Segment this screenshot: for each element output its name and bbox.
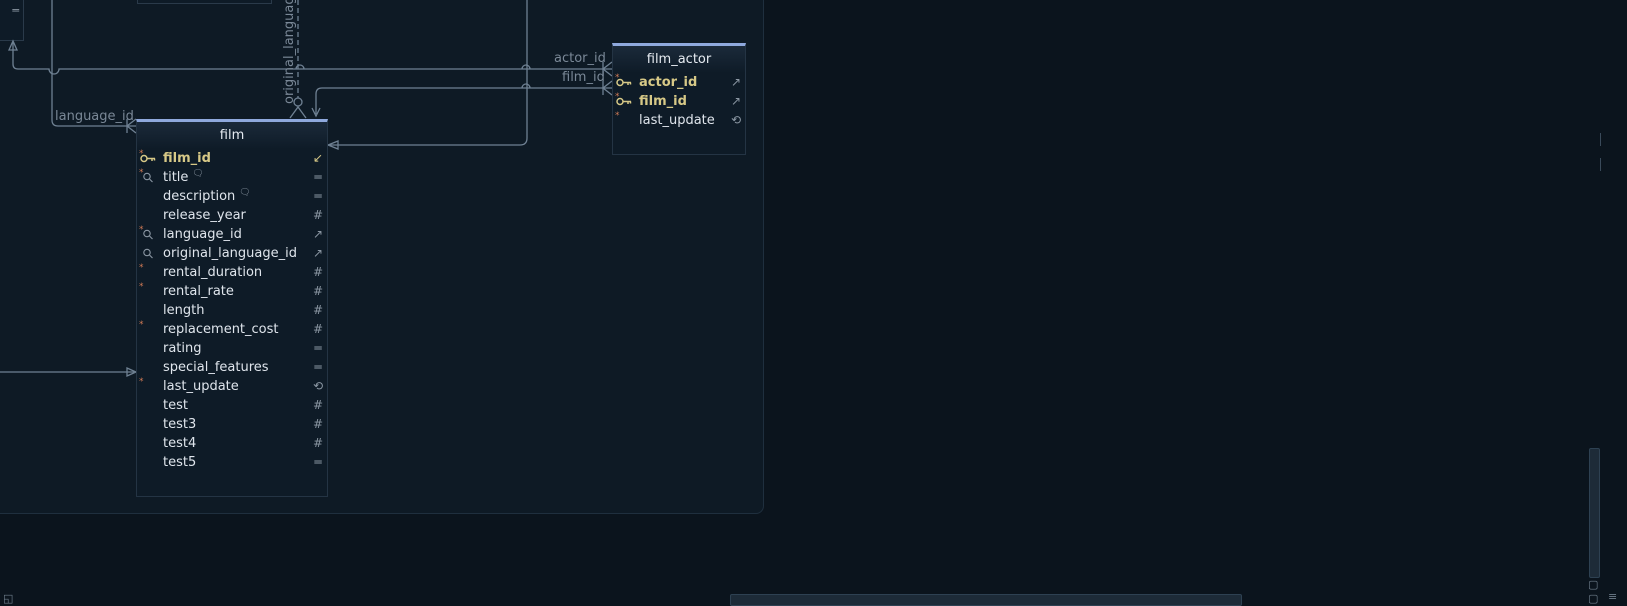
search-icon	[139, 244, 159, 263]
column-row-rental-duration[interactable]: * rental_duration #	[137, 263, 327, 282]
search-icon	[139, 168, 159, 187]
column-name: rental_duration	[163, 265, 263, 280]
column-row-test4[interactable]: test4 #	[137, 434, 327, 453]
column-name: test4	[163, 436, 197, 451]
column-row-rental-rate[interactable]: * rental_rate #	[137, 282, 327, 301]
column-row-last-update[interactable]: * last_update ⟲	[137, 377, 327, 396]
fk-arrow-icon: ↗	[312, 227, 324, 241]
column-row-film-id[interactable]: * film_id ↗	[613, 92, 745, 111]
fk-arrow-icon: ↗	[312, 246, 324, 260]
number-icon: #	[312, 417, 324, 431]
required-marker: *	[139, 263, 144, 273]
fk-arrow-icon: ↗	[730, 94, 742, 108]
column-name: replacement_cost	[163, 322, 279, 337]
comment-icon[interactable]: 🗨	[192, 169, 204, 179]
column-row-release-year[interactable]: release_year #	[137, 206, 327, 225]
comment-icon[interactable]: 🗨	[239, 188, 251, 198]
column-row-original-language-id[interactable]: original_language_id ↗	[137, 244, 327, 263]
table-header-film[interactable]: film	[137, 122, 327, 149]
required-marker: *	[139, 149, 144, 159]
column-name: test5	[163, 455, 197, 470]
column-name: special_features	[163, 360, 269, 375]
column-row-language-id[interactable]: * language_id ↗	[137, 225, 327, 244]
zoom-box-icon[interactable]: ▢	[1588, 592, 1599, 605]
table-film-actor-columns: * actor_id ↗ * film_id ↗ * last_update ⟲	[613, 73, 745, 130]
table-film-actor[interactable]: film_actor * actor_id ↗ * film_id ↗ * last_upda…	[612, 43, 746, 155]
column-name: film_id	[163, 151, 211, 166]
required-marker: *	[615, 73, 620, 83]
column-name: film_id	[639, 94, 687, 109]
column-name: last_update	[639, 113, 715, 128]
table-partial-top[interactable]	[137, 0, 272, 4]
required-marker: *	[139, 225, 144, 235]
column-name: language_id	[163, 227, 242, 242]
column-name: actor_id	[639, 75, 698, 90]
number-icon: #	[312, 284, 324, 298]
required-marker: *	[139, 168, 144, 178]
column-row-rating[interactable]: rating ═	[137, 339, 327, 358]
number-icon: #	[312, 322, 324, 336]
minimap-icon[interactable]: ◱	[3, 592, 14, 605]
column-row-test[interactable]: test #	[137, 396, 327, 415]
table-film[interactable]: film * film_id ↙ * title🗨 ═ description🗨 ═ relea…	[136, 119, 328, 497]
table-film-columns: * film_id ↙ * title🗨 ═ description🗨 ═ release_ye…	[137, 149, 327, 472]
column-name: original_language_id	[163, 246, 297, 261]
column-name: rental_rate	[163, 284, 234, 299]
column-name: length	[163, 303, 205, 318]
key-icon	[139, 149, 159, 168]
column-row-test3[interactable]: test3 #	[137, 415, 327, 434]
required-marker: *	[615, 111, 620, 121]
table-partial-left[interactable]: ═	[0, 0, 24, 41]
column-name: title🗨	[163, 168, 204, 187]
horizontal-scrollbar[interactable]	[730, 594, 1242, 606]
text-icon: ═	[12, 4, 19, 17]
required-marker: *	[139, 320, 144, 330]
column-name: description🗨	[163, 187, 251, 206]
column-name: release_year	[163, 208, 246, 223]
number-icon: #	[312, 265, 324, 279]
column-row-length[interactable]: length #	[137, 301, 327, 320]
text-icon: ═	[314, 341, 322, 355]
edge-mark	[1600, 158, 1601, 171]
required-marker: *	[139, 377, 144, 387]
text-icon: ═	[314, 360, 322, 374]
column-row-last-update[interactable]: * last_update ⟲	[613, 111, 745, 130]
text-icon: ═	[314, 170, 322, 184]
required-marker: *	[615, 92, 620, 102]
column-row-actor-id[interactable]: * actor_id ↗	[613, 73, 745, 92]
fk-in-arrow-icon: ↙	[312, 151, 324, 165]
text-icon: ═	[314, 455, 322, 469]
history-icon: ⟲	[730, 113, 742, 127]
vertical-scrollbar[interactable]	[1589, 448, 1600, 578]
column-name: test	[163, 398, 188, 413]
history-icon: ⟲	[312, 379, 324, 393]
text-icon: ═	[314, 189, 322, 203]
column-row-replacement-cost[interactable]: * replacement_cost #	[137, 320, 327, 339]
column-name: last_update	[163, 379, 239, 394]
column-row-title[interactable]: * title🗨 ═	[137, 168, 327, 187]
column-row-special-features[interactable]: special_features ═	[137, 358, 327, 377]
fit-view-icon[interactable]: ▢	[1588, 578, 1599, 591]
number-icon: #	[312, 398, 324, 412]
number-icon: #	[312, 436, 324, 450]
key-icon	[615, 92, 635, 111]
number-icon: #	[312, 303, 324, 317]
column-row-description[interactable]: description🗨 ═	[137, 187, 327, 206]
required-marker: *	[139, 282, 144, 292]
column-row-test5[interactable]: test5 ═	[137, 453, 327, 472]
edge-mark	[1600, 133, 1601, 146]
column-name: rating	[163, 341, 202, 356]
fk-arrow-icon: ↗	[730, 75, 742, 89]
menu-icon[interactable]: ≡	[1608, 590, 1618, 603]
table-header-film-actor[interactable]: film_actor	[613, 46, 745, 73]
number-icon: #	[312, 208, 324, 222]
key-icon	[615, 73, 635, 92]
column-row-film-id[interactable]: * film_id ↙	[137, 149, 327, 168]
column-name: test3	[163, 417, 197, 432]
search-icon	[139, 225, 159, 244]
